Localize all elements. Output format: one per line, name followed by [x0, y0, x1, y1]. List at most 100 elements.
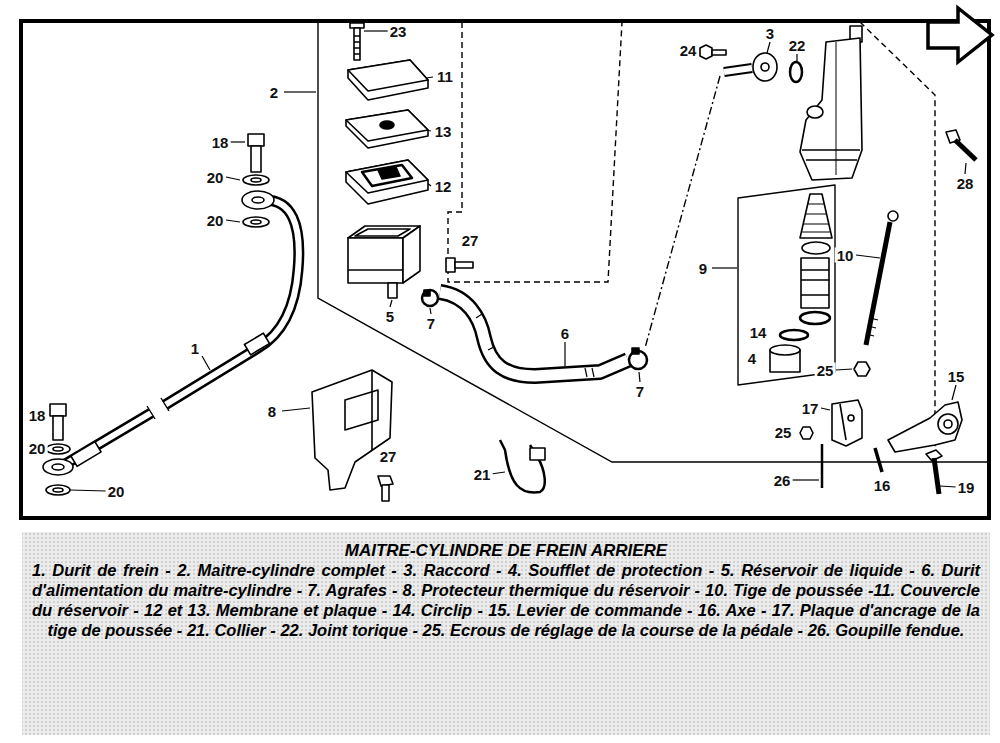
callout-number: 20 [27, 441, 48, 456]
callout-number: 22 [787, 38, 808, 53]
part-drawing [346, 160, 428, 204]
part-drawing [424, 290, 430, 296]
part-drawing [382, 485, 389, 501]
part-drawing [251, 178, 261, 182]
leader-line [282, 408, 310, 411]
callout-number: 14 [748, 325, 769, 340]
leader-line [712, 267, 737, 268]
leader-line [284, 91, 316, 92]
part-drawing [346, 110, 428, 148]
part-drawing [243, 175, 269, 185]
callout-number: 13 [433, 124, 454, 139]
part-drawing [724, 68, 752, 72]
caption-panel: MAITRE-CYLINDRE DE FREIN ARRIERE1. Durit… [22, 534, 990, 734]
leader-line [952, 385, 956, 400]
part-drawing [251, 220, 261, 224]
part-drawing [371, 370, 373, 450]
part-drawing [244, 333, 269, 355]
leader-line [940, 486, 956, 487]
part-drawing [242, 191, 274, 209]
part-drawing [738, 185, 835, 385]
part-drawing [938, 414, 958, 434]
callout-number: 3 [764, 26, 776, 41]
part-drawing [147, 398, 169, 419]
part-drawing [854, 362, 870, 376]
part-drawing [455, 262, 473, 268]
part-drawing [252, 197, 264, 203]
caption-text: 1. Durit de frein - 2. Maitre-cylindre c… [32, 561, 980, 640]
callout-number: 23 [388, 24, 409, 39]
leader-line [70, 490, 106, 491]
leader-line [202, 356, 210, 370]
leader-line [836, 369, 852, 370]
callout-number: 7 [634, 384, 646, 399]
direction-arrow [928, 8, 992, 62]
part-drawing [800, 312, 830, 324]
leader-line [639, 372, 640, 382]
part-drawing [440, 292, 628, 376]
part-drawing [62, 200, 299, 466]
callout-number: 19 [956, 480, 977, 495]
part-drawing [875, 448, 882, 472]
part-drawing [53, 416, 63, 440]
callout-number: 8 [266, 404, 278, 419]
callout-number: 4 [746, 351, 758, 366]
part-drawing [955, 140, 976, 160]
callout-number: 27 [378, 449, 399, 464]
callout-number: 20 [106, 484, 127, 499]
leader-line [430, 308, 431, 314]
callout-number: 26 [772, 473, 793, 488]
leader-line [226, 177, 240, 180]
callout-number: 9 [697, 261, 709, 276]
part-drawing [836, 42, 837, 175]
part-drawing [46, 444, 70, 454]
part-drawing [345, 390, 378, 430]
part-drawing [43, 23, 976, 501]
callout-number: 16 [872, 478, 893, 493]
part-drawing [753, 53, 777, 81]
part-drawing [53, 447, 63, 451]
caption-title: MAITRE-CYLINDRE DE FREIN ARRIERE [32, 540, 980, 561]
callout-number: 15 [946, 369, 967, 384]
part-drawing [354, 36, 360, 54]
part-drawing [50, 404, 66, 416]
part-drawing [712, 50, 726, 55]
part-drawing [346, 160, 428, 193]
callout-number: 7 [425, 316, 437, 331]
leader-line [796, 54, 797, 61]
part-drawing [724, 68, 752, 72]
callout-number: 2 [268, 85, 280, 100]
callout-number: 21 [472, 467, 493, 482]
callout-number: 25 [773, 425, 794, 440]
part-drawing [632, 348, 639, 354]
part-drawing [248, 134, 264, 146]
part-drawing [802, 242, 830, 254]
leader-line [792, 479, 819, 480]
part-drawing [362, 165, 412, 186]
part-drawing [53, 488, 63, 492]
part-drawing [866, 318, 878, 336]
part-drawing [388, 283, 397, 298]
part-drawing [770, 345, 800, 355]
part-drawing [801, 258, 829, 308]
caption-panel [22, 532, 990, 735]
leader-line [564, 342, 565, 366]
part-drawing [422, 290, 438, 306]
leader-line [856, 255, 880, 258]
part-drawing [440, 292, 628, 376]
part-drawing [43, 459, 73, 475]
part-drawing [832, 400, 862, 446]
callout-number: 18 [210, 135, 231, 150]
part-drawing [348, 60, 428, 91]
callout-number: 11 [435, 69, 455, 84]
part-drawing [346, 110, 428, 141]
part-drawing [821, 444, 824, 488]
part-drawing [840, 404, 846, 440]
direction-arrow [928, 8, 992, 62]
part-drawing [800, 38, 862, 180]
part-drawing [380, 121, 394, 129]
part-drawing [476, 314, 594, 377]
part-drawing [243, 217, 269, 227]
leader-line [230, 141, 245, 142]
part-drawing [354, 28, 360, 60]
